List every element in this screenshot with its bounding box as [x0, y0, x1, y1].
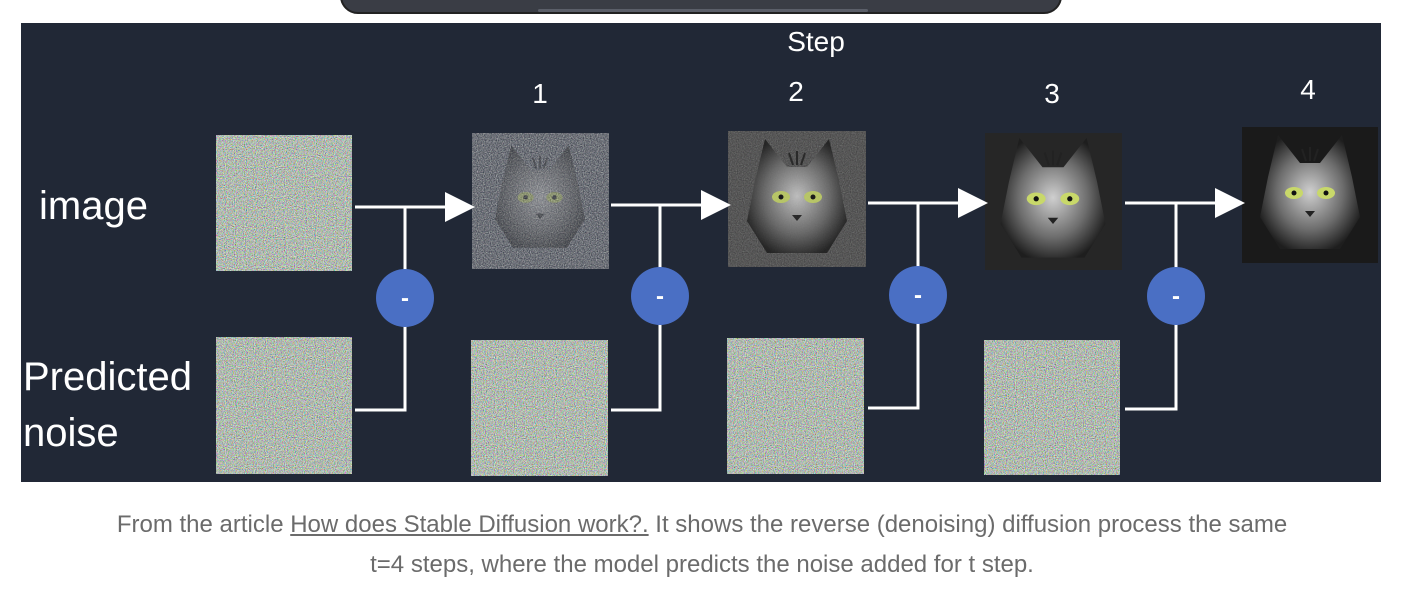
window-top-bar [340, 0, 1062, 14]
partially-denoised-image-step-2 [728, 131, 866, 267]
predicted-noise-3 [727, 338, 864, 474]
predicted-noise-2 [471, 340, 608, 476]
step-number-3: 3 [1044, 78, 1060, 109]
minus-operator-3: - [889, 266, 947, 324]
denoised-cat-image-step-3 [985, 133, 1122, 270]
step-number-2: 2 [788, 76, 804, 107]
caption-suffix: It shows the reverse (denoising) diffusi… [648, 511, 1288, 538]
caption-prefix: From the article [116, 511, 291, 538]
figure-caption: From the article How does Stable Diffusi… [0, 505, 1404, 585]
svg-text:-: - [401, 285, 409, 312]
caption-line-1: From the article How does Stable Diffusi… [0, 505, 1404, 545]
step-number-4: 4 [1300, 74, 1316, 105]
predicted-noise-1 [216, 337, 352, 474]
caption-line-2: t=4 steps, where the model predicts the … [370, 551, 1034, 578]
svg-text:-: - [656, 283, 664, 310]
minus-operator-1: - [376, 269, 434, 327]
article-link[interactable]: How does Stable Diffusion work?. [290, 511, 649, 538]
diffusion-diagram: Step 1 2 3 4 image Predicted noise [23, 26, 1378, 476]
noise-image-initial [216, 135, 352, 271]
step-header: Step [787, 26, 845, 57]
svg-text:-: - [1172, 283, 1180, 310]
diffusion-figure: Step 1 2 3 4 image Predicted noise [21, 23, 1381, 482]
row-label-noise: noise [23, 411, 119, 455]
partially-denoised-image-step-1 [472, 133, 609, 269]
top-bar-handle [538, 9, 868, 12]
minus-operator-4: - [1147, 267, 1205, 325]
svg-text:-: - [914, 282, 922, 309]
final-cat-image-step-4 [1242, 127, 1378, 263]
step-number-1: 1 [532, 78, 548, 109]
row-label-predicted: Predicted [23, 355, 192, 399]
row-label-image: image [39, 184, 148, 228]
minus-operator-2: - [631, 267, 689, 325]
predicted-noise-4 [984, 340, 1120, 475]
